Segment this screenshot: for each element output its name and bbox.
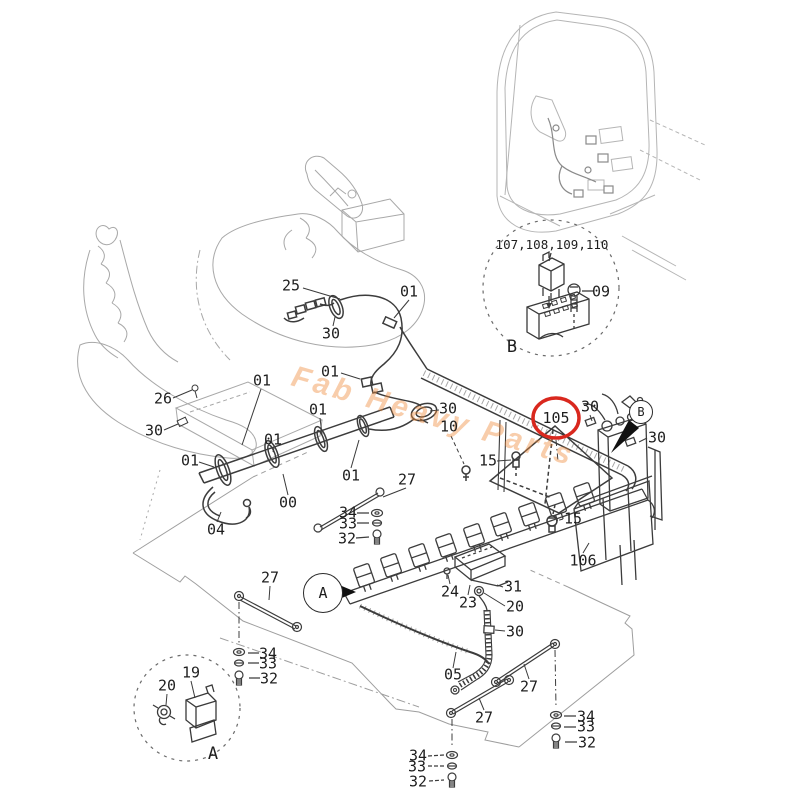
fastener-set-3 [427,750,459,788]
part-label-00: 00 [278,493,298,512]
clamp-30-left [584,416,597,428]
fastener-set-1 [355,508,384,545]
connector-cluster-25 [283,296,327,323]
part-label-106: 106 [569,551,597,570]
part-label-20: 20 [157,676,177,695]
part-label-27: 27 [397,470,417,489]
part-label-30: 30 [321,324,341,343]
part-label-30: 30 [647,428,667,447]
part-label-01: 01 [263,430,283,449]
part-label-30: 30 [580,397,600,416]
rods-27 [233,487,561,748]
cab-wiring [547,117,614,198]
switch-detail-a [152,680,217,743]
part-label-05: 05 [443,665,463,684]
part-label-19: 19 [181,663,201,682]
part-label-34: 34 [338,503,358,522]
leader-lines [163,287,648,711]
view-marker-a: A [303,573,343,613]
clamp-01-a [381,315,398,330]
part-label-20: 20 [505,597,525,616]
fastener-set-2 [232,647,260,686]
part-label-34: 34 [576,707,596,726]
part-label-01: 01 [399,282,419,301]
part-label-30: 30 [505,622,525,641]
part-label-01: 01 [308,400,328,419]
relay-and-base-detail [526,250,593,340]
part-label-32: 32 [259,669,279,688]
part-label-33: 33 [338,514,358,533]
part-label-30: 30 [438,399,458,418]
view-b-arrow [611,420,639,453]
floor-plate [132,451,635,748]
part-label-26: 26 [153,389,173,408]
highlight-circle-105 [531,396,581,440]
relays [353,482,595,592]
console-box-26 [174,381,324,451]
part-label-32: 32 [577,733,597,752]
part-label-15: 15 [478,451,498,470]
detail-a-circle [133,654,241,762]
part-label-32: 32 [408,772,428,791]
joystick-left [77,225,324,541]
bolt-09-icon [567,283,581,297]
part-label-15: 15 [563,509,583,528]
bracket-31 [470,579,509,587]
part-label-25: 25 [281,276,301,295]
part-label-01: 01 [320,362,340,381]
part-label-27: 27 [519,677,539,696]
view-marker-b: B [629,400,653,424]
console-box-right [341,198,405,253]
screw-10-icon [461,465,471,481]
part-label-23: 23 [458,593,478,612]
part-label-30: 30 [144,421,164,440]
harness-05 [450,609,495,695]
part-label-32: 32 [337,529,357,548]
joystick-right [195,155,426,361]
main-harness [198,294,637,533]
part-label-01: 01 [252,371,272,390]
grommet-30-mid [410,402,438,422]
fastener-set-4 [549,710,577,749]
part-label-09: 09 [591,282,611,301]
controller-23 [443,543,509,611]
detail-letter-b: B [506,337,518,357]
part-label-34: 34 [258,644,278,663]
part-label-34: 34 [408,746,428,765]
part-label-33: 33 [576,717,596,736]
bolt-15-a-icon [511,451,521,478]
highlight-label-105: 105 [542,409,570,427]
clamp-rings-01 [214,414,370,486]
part-label-27: 27 [260,568,280,587]
part-label-31: 31 [503,577,523,596]
part-label-33: 33 [258,654,278,673]
part-label-33: 33 [407,757,427,776]
harness-cover-105 [488,425,614,514]
cab-outline [496,11,706,281]
part-label-04: 04 [206,520,226,539]
clamp-30-right [624,436,637,448]
part-label-27: 27 [474,708,494,727]
part-label-01: 01 [341,466,361,485]
detail-letter-a: A [207,744,219,764]
part-label-107-108-109-110: 107,108,109,110 [495,236,609,252]
part-label-24: 24 [440,582,460,601]
harness-tube-00 [198,406,395,484]
grommet-30-upper [328,294,344,320]
part-label-10: 10 [439,417,459,436]
detail-b-circle [482,219,620,357]
grommet-20-icon [473,585,485,597]
part-label-01: 01 [180,451,200,470]
harness-04 [202,486,252,525]
clamp-30-harness05 [483,625,495,634]
fastener-sets [232,508,577,788]
